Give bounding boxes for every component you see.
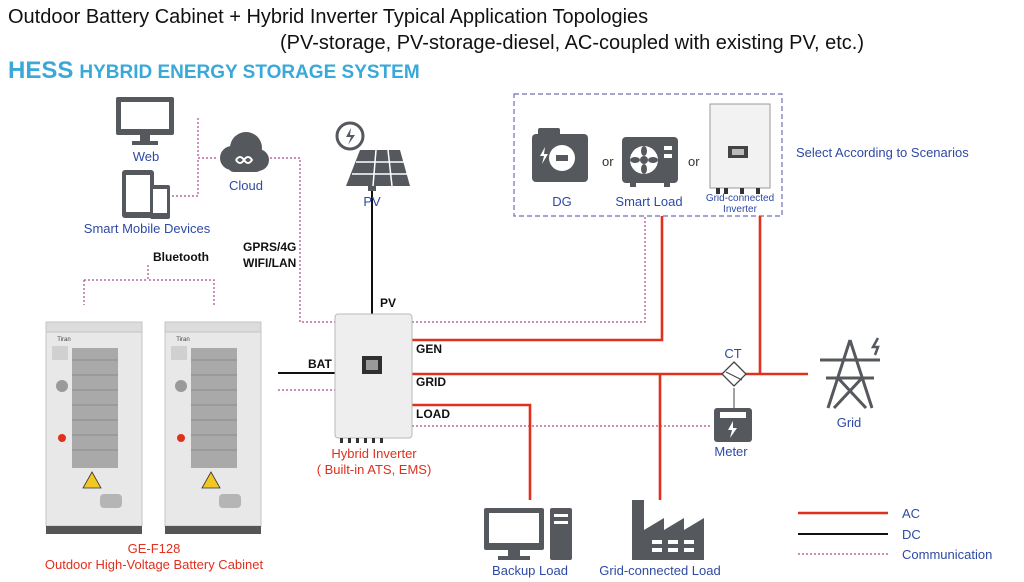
cabinet-model-label: GE-F128 [127, 541, 181, 556]
cabinet-desc-label: Outdoor High-Voltage Battery Cabinet [44, 557, 264, 572]
battery-cabinet-2 [164, 321, 262, 534]
select-scenarios-label: Select According to Scenarios [796, 145, 969, 160]
scenario-box [513, 93, 783, 217]
grid-inverter-label-1: Grid-connected [705, 193, 775, 204]
power-tower-icon [820, 337, 880, 410]
diagram-title: Outdoor Battery Cabinet + Hybrid Inverte… [8, 6, 649, 28]
ac-gen [412, 216, 664, 342]
smart-load-icon [622, 137, 678, 187]
hybrid-inverter-device [334, 313, 413, 443]
wifi-label: WIFI/LAN [243, 256, 297, 270]
comm-bluetooth [147, 265, 215, 305]
hybrid-inverter-label: Hybrid Inverter [331, 446, 417, 461]
gen-port: GEN [416, 342, 443, 356]
ac-lines [412, 216, 808, 500]
grid-load-label: Grid-connected Load [599, 563, 721, 578]
grid-port: GRID [416, 375, 446, 389]
smart-load-label: Smart Load [615, 194, 683, 209]
load-port: LOAD [416, 407, 450, 421]
dg-label: DG [552, 194, 572, 209]
comm-inverter-smartload [412, 216, 646, 323]
legend-ac-label: AC [902, 506, 921, 521]
mobile-devices-icon [122, 170, 170, 219]
ac-load [412, 403, 532, 500]
meter-label: Meter [714, 444, 748, 459]
bluetooth-label: Bluetooth [153, 250, 209, 264]
dc-lines [278, 190, 373, 374]
or-label-1: or [602, 154, 614, 169]
cloud-icon [220, 132, 269, 172]
current-transformer-icon [721, 361, 747, 387]
factory-icon [632, 500, 704, 560]
generator-icon [532, 128, 588, 182]
ct-label: CT [724, 346, 742, 361]
hess-full: HYBRID ENERGY STORAGE SYSTEM [79, 62, 420, 83]
communication-lines [83, 118, 712, 427]
legend-dc-label: DC [902, 527, 921, 542]
diagram-subtitle: (PV-storage, PV-storage-diesel, AC-coupl… [280, 32, 864, 54]
solar-panel-icon [335, 121, 410, 191]
web-label: Web [132, 149, 160, 164]
cloud-label: Cloud [229, 178, 263, 193]
comm-web-cloud [197, 118, 218, 159]
or-label-2: or [688, 154, 700, 169]
grid-label: Grid [836, 415, 862, 430]
comm-cloud-inverter [270, 157, 335, 323]
battery-cabinet-1 [45, 321, 143, 534]
pv-label: PV [363, 194, 381, 209]
cabinet-brand-2: Tiran [176, 337, 190, 343]
cabinet-brand-1: Tiran [57, 337, 71, 343]
comm-mobile-cloud [172, 160, 199, 197]
grid-inverter-icon [709, 103, 771, 194]
backup-load-label: Backup Load [492, 563, 568, 578]
grid-inverter-label-2: Inverter [723, 204, 757, 215]
inverter-pv-port: PV [380, 296, 397, 310]
hybrid-inverter-sub-label: ( Built-in ATS, EMS) [316, 462, 432, 477]
smart-mobile-label: Smart Mobile Devices [83, 221, 211, 236]
bat-port: BAT [308, 357, 332, 371]
legend-comm-label: Communication [902, 547, 993, 562]
computer-icon [484, 508, 572, 560]
monitor-icon [116, 97, 174, 145]
gprs-label: GPRS/4G [243, 240, 297, 254]
meter-icon [714, 408, 752, 442]
hess-abbr: HESS [8, 57, 74, 84]
